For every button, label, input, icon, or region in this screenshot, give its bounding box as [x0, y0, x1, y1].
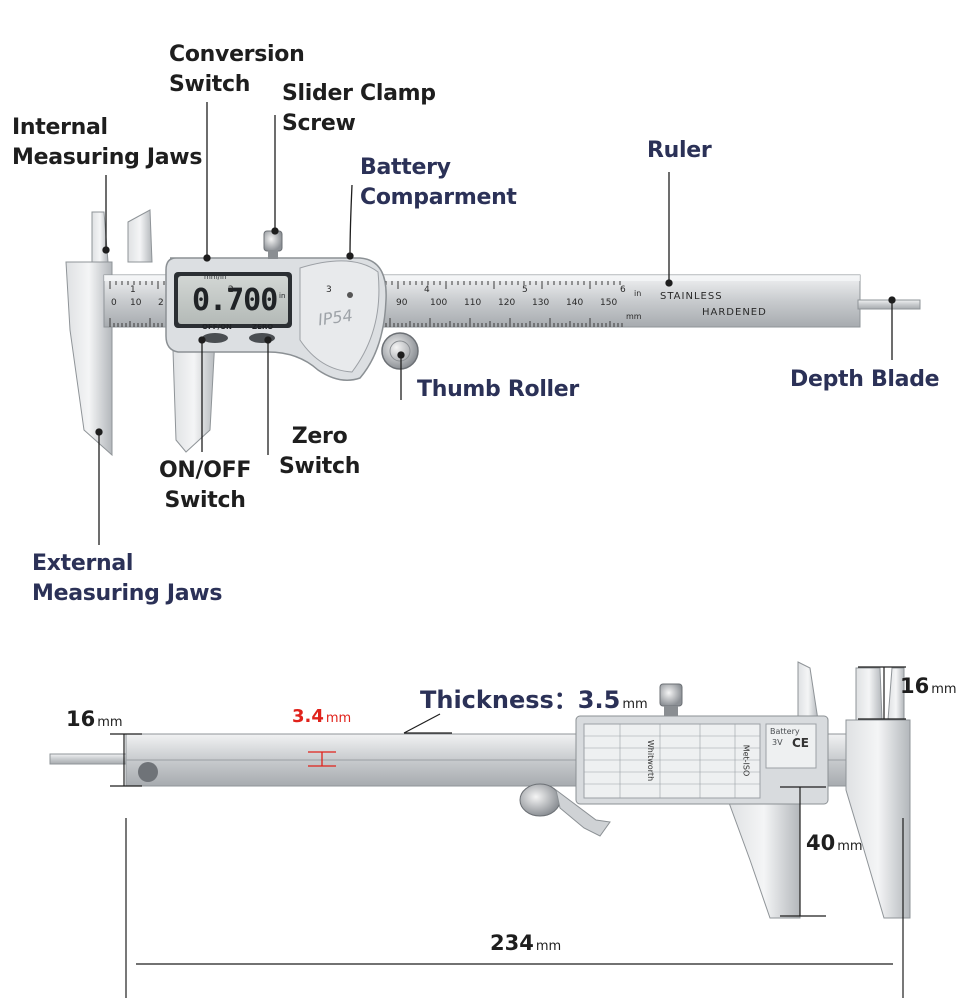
ruler-unit-in: in	[634, 289, 642, 298]
scale-label-mm: 140	[566, 298, 584, 308]
ce-mark: CE	[792, 736, 810, 750]
lcd-header: mm/in	[204, 273, 227, 281]
zero-label: ZERO	[252, 323, 274, 331]
callout-external-jaws: External Measuring Jaws	[32, 551, 223, 606]
battery-volt: 3V	[772, 738, 783, 747]
lcd-unit: in	[279, 292, 286, 300]
conversion-table-sub: Met-ISO	[741, 744, 751, 777]
callout-leaders	[95, 102, 896, 545]
callout-slider-clamp-screw: Slider Clamp Screw	[282, 81, 436, 136]
scale-label-in: 3	[326, 285, 332, 295]
scale-label-mm: 120	[498, 298, 516, 308]
conversion-table-title: Whitworth	[646, 739, 656, 782]
scale-label-in: 4	[424, 285, 430, 295]
moving-internal-jaw	[127, 209, 153, 263]
scale-label-in: 6	[620, 285, 626, 295]
scale-label-mm: 130	[532, 298, 550, 308]
side-caliper	[49, 661, 911, 998]
scale-label-low: 10	[130, 298, 142, 308]
scale-label-in: 1	[130, 285, 136, 295]
callout-depth-blade: Depth Blade	[790, 367, 940, 392]
ruler-text-stainless: STAINLESS	[660, 291, 723, 302]
off-on-label: OFF/ON	[202, 323, 232, 331]
thumb-roller[interactable]	[381, 332, 419, 370]
scale-label-mm: 150	[600, 298, 618, 308]
scale-label-mm: 90	[396, 298, 408, 308]
top-caliper	[65, 102, 921, 545]
callout-ruler: Ruler	[647, 138, 712, 163]
scale-label-mm: 100	[430, 298, 448, 308]
scale-label-in: 2	[228, 285, 234, 295]
scale-label-in: 5	[522, 285, 528, 295]
callout-internal-jaws: Internal Measuring Jaws	[12, 115, 203, 170]
off-on-button-shape[interactable]	[202, 333, 228, 343]
scale-label-low: 2	[158, 298, 164, 308]
callout-thumb-roller: Thumb Roller	[417, 377, 579, 402]
scale-label-mm: 110	[464, 298, 482, 308]
lcd-reading: 0.700	[192, 283, 278, 318]
callout-conversion-switch: Conversion Switch	[169, 42, 305, 97]
scale-label-low: 0	[111, 298, 117, 308]
callout-on-off-switch: ON/OFF Switch	[159, 458, 252, 513]
callout-battery-compartment: Battery Comparment	[360, 155, 517, 210]
battery-label: Battery	[770, 727, 800, 736]
ruler-text-hardened: HARDENED	[702, 307, 767, 318]
ruler-unit-mm: mm	[626, 312, 642, 321]
callout-zero-switch: Zero Switch	[279, 424, 361, 479]
